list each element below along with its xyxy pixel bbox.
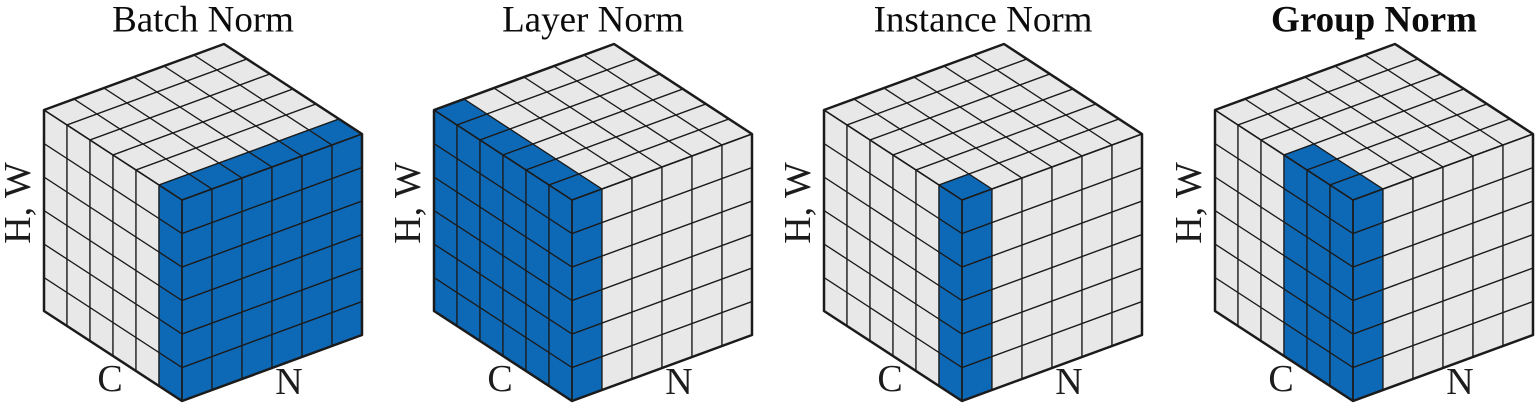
axis-label-hw: H, W	[0, 162, 39, 244]
cube-edge	[181, 133, 363, 201]
cube-edge	[1214, 109, 1354, 201]
axis-label-c: C	[1268, 358, 1294, 400]
axis-label-hw: H, W	[777, 162, 819, 244]
axis-label-n: N	[275, 361, 303, 403]
panel-title-batch-norm: Batch Norm	[112, 0, 294, 41]
cube-batch-norm	[42, 42, 364, 403]
cube-outline	[42, 42, 364, 403]
cube-edge	[823, 109, 963, 201]
cube-group-norm	[1213, 42, 1535, 403]
cube-edge	[571, 133, 753, 201]
axis-label-hw: H, W	[387, 162, 429, 244]
cube-edge	[1352, 133, 1534, 201]
right-face	[181, 133, 363, 402]
axis-label-n: N	[665, 361, 693, 403]
cube-edge	[433, 109, 573, 201]
cube-layer-norm	[432, 42, 754, 403]
cube-outline	[822, 42, 1144, 403]
panel-title-layer-norm: Layer Norm	[502, 0, 684, 41]
panel-title-instance-norm: Instance Norm	[873, 0, 1093, 41]
axis-label-c: C	[877, 358, 903, 400]
axis-label-n: N	[1446, 361, 1474, 403]
right-face	[1352, 133, 1534, 402]
axis-label-n: N	[1055, 361, 1083, 403]
right-face	[571, 133, 753, 402]
panel-title-group-norm: Group Norm	[1271, 0, 1477, 41]
axis-label-hw: H, W	[1168, 162, 1210, 244]
right-face	[961, 133, 1143, 402]
cube-edge	[43, 109, 183, 201]
cube-instance-norm	[822, 42, 1144, 403]
left-face	[1214, 109, 1354, 402]
axis-label-c: C	[97, 358, 123, 400]
axis-label-c: C	[487, 358, 513, 400]
cube-edge	[961, 133, 1143, 201]
cube-outline	[432, 42, 754, 403]
left-face	[823, 109, 963, 402]
cube-outline	[1213, 42, 1535, 403]
